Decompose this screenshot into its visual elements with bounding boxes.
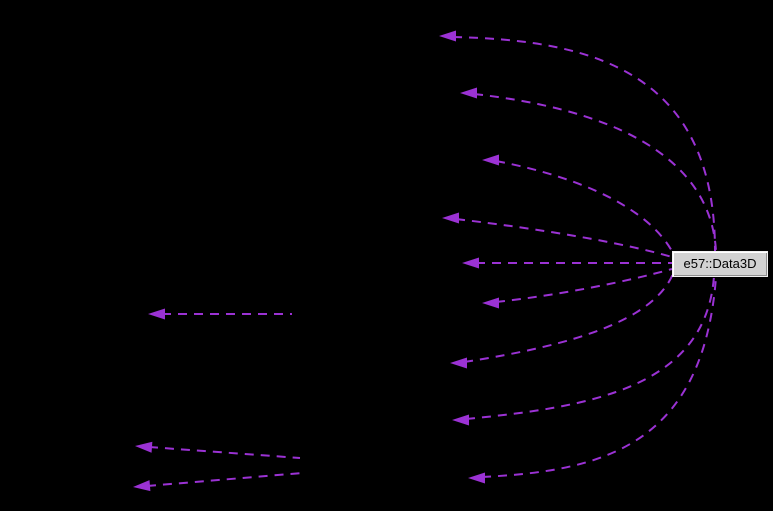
usage-edge-9-arrowhead-icon (468, 472, 485, 484)
usage-edge-3 (495, 160, 674, 254)
peer-edge-2 (148, 446, 301, 459)
usage-edge-2-arrowhead-icon (460, 87, 477, 99)
usage-edge-4-arrowhead-icon (442, 212, 459, 224)
usage-edge-5-arrowhead-icon (462, 257, 479, 269)
usage-edge-8-arrowhead-icon (452, 414, 469, 426)
usage-edge-9 (481, 276, 717, 478)
usage-edge-1 (452, 36, 716, 252)
node-e57-data3d[interactable]: e57::Data3D (672, 251, 768, 277)
usage-edge-2 (473, 93, 717, 252)
peer-edge-1-arrowhead-icon (148, 308, 165, 320)
peer-edge-2-arrowhead-icon (135, 441, 153, 453)
usage-edge-7 (463, 273, 674, 363)
usage-edge-7-arrowhead-icon (450, 357, 467, 369)
usage-edge-6 (495, 268, 673, 303)
usage-edge-4 (455, 218, 673, 258)
usage-edge-8 (465, 275, 715, 420)
peer-edge-3 (146, 472, 303, 487)
usage-edge-1-arrowhead-icon (439, 30, 456, 42)
usage-edge-6-arrowhead-icon (482, 297, 499, 309)
peer-edge-3-arrowhead-icon (133, 480, 151, 492)
usage-edge-3-arrowhead-icon (482, 154, 499, 166)
